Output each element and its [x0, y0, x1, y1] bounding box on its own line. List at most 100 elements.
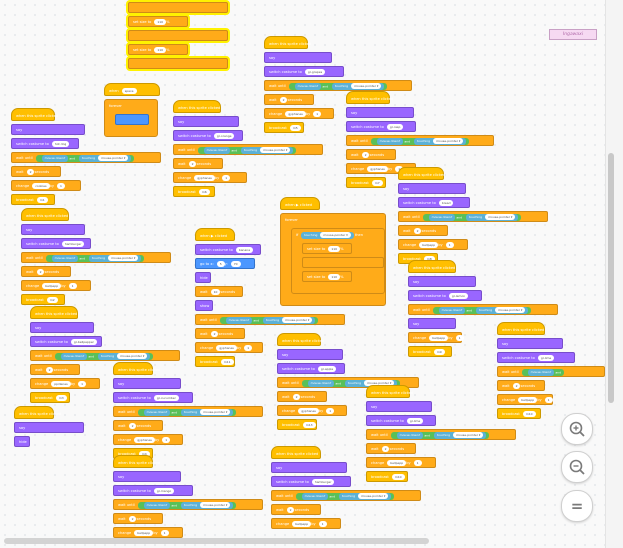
block-when-clicked[interactable]: when this sprite clicked [346, 91, 393, 104]
wait-value[interactable]: 2 [128, 516, 137, 522]
wait-value[interactable]: 2 [45, 367, 54, 373]
broadcast-value[interactable]: m5 [289, 125, 301, 131]
mouse-down[interactable]: mouse down? [301, 492, 329, 500]
broadcast-value[interactable]: m2 [46, 297, 58, 303]
block-when-clicked[interactable]: when this sprite clicked [14, 406, 61, 419]
costume-value[interactable]: gr-bellpepper [70, 339, 97, 345]
block-when-clicked[interactable]: when this sprite clicked [30, 306, 78, 319]
block-say[interactable]: say [277, 349, 343, 360]
x-value[interactable]: 5 [216, 261, 225, 267]
mouse-down[interactable]: mouse down? [203, 146, 231, 154]
stack-12[interactable]: when this sprite clicked say switch cost… [366, 385, 516, 485]
block-control[interactable] [302, 257, 384, 268]
change-value[interactable]: 1 [455, 335, 464, 341]
wait-value[interactable]: 10 [210, 289, 221, 295]
block-forever[interactable]: forever [104, 99, 158, 137]
change-variable[interactable]: bellpepp [134, 530, 154, 536]
broadcast-value[interactable]: m7 [371, 180, 383, 186]
block-when-clicked[interactable]: when this sprite clicked [113, 455, 160, 468]
change-variable[interactable]: bellpepp [429, 335, 449, 341]
block-when-clicked[interactable]: when this sprite clicked [277, 333, 324, 346]
costume-value[interactable]: gr-lemon [448, 293, 469, 299]
broadcast-value[interactable]: m10 [391, 474, 405, 480]
costume-value[interactable]: gr-lime [406, 418, 424, 424]
horizontal-scrollbar[interactable] [0, 535, 605, 548]
mouse-down[interactable]: mouse down? [307, 379, 335, 387]
block-say[interactable]: say [497, 338, 563, 349]
change-value[interactable]: 1 [326, 408, 335, 414]
broadcast-value[interactable]: m3 [55, 395, 67, 401]
stack-3[interactable]: when this sprite clicked say switch cost… [30, 306, 180, 406]
block-when-clicked[interactable]: when this sprite clicked [264, 36, 311, 49]
mouse-down[interactable]: mouse down? [225, 316, 253, 324]
vertical-scrollbar[interactable] [605, 0, 623, 548]
touching-target[interactable]: mouse-pointer ▾ [364, 379, 395, 386]
change-variable[interactable]: gyphanes [194, 175, 215, 181]
costume-value[interactable]: hamburger [311, 479, 335, 485]
touching-target[interactable]: mouse-pointer ▾ [282, 316, 313, 323]
mouse-down[interactable]: mouse down? [428, 213, 456, 221]
y-value[interactable]: 70 [230, 261, 241, 267]
mouse-down[interactable]: mouse down? [527, 368, 555, 376]
block-say[interactable]: say [398, 183, 466, 194]
change-variable[interactable]: cookies [32, 183, 50, 189]
wait-value[interactable]: 2 [210, 331, 219, 337]
mouse-down[interactable]: mouse down? [438, 306, 466, 314]
costume-value[interactable]: bread [438, 200, 454, 206]
broadcast-value[interactable]: m6 [198, 189, 210, 195]
block-when-clicked[interactable]: when this sprite clicked [271, 446, 321, 459]
wait-value[interactable]: 2 [512, 383, 521, 389]
costume-value[interactable]: banana [235, 247, 254, 253]
change-variable[interactable]: bellpepp [292, 521, 312, 527]
size-value[interactable]: 110 [328, 274, 341, 280]
broadcast-value[interactable]: m10 [522, 411, 536, 417]
change-variable[interactable]: bellpepp [387, 460, 407, 466]
block-when-flag[interactable]: when ▶ clicked [280, 197, 320, 210]
